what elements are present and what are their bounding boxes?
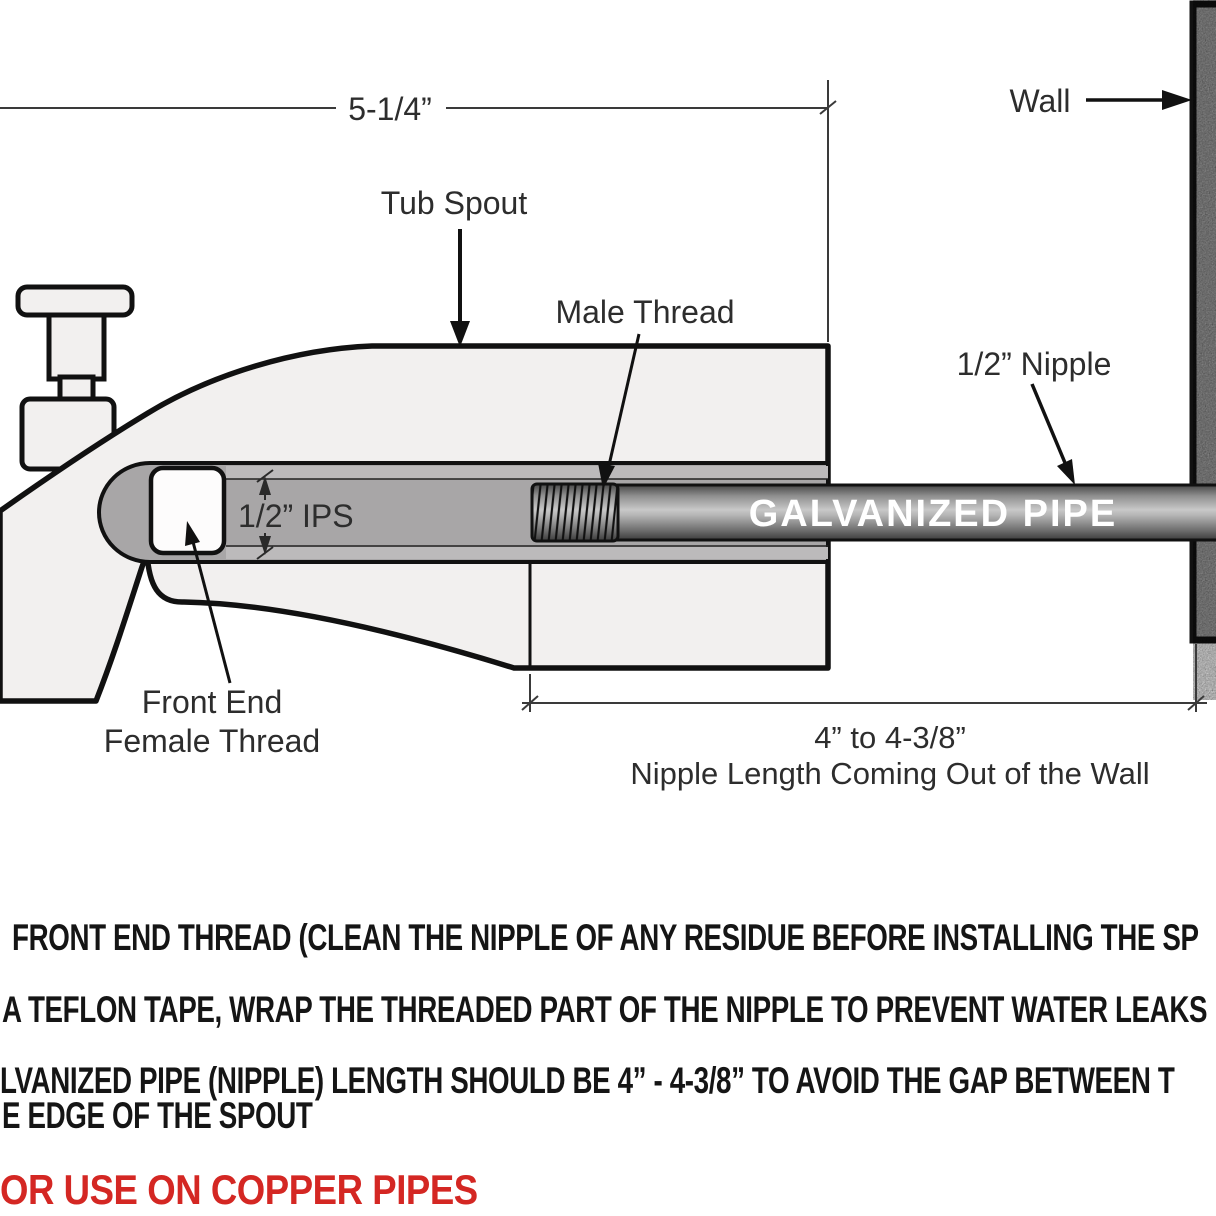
wall-label: Wall (1009, 83, 1070, 119)
bottom-dimension-value: 4” to 4-3/8” (814, 720, 966, 755)
instruction-line-4: E EDGE OF THE SPOUT (2, 1095, 313, 1136)
diverter-knob (15, 284, 135, 472)
diverter-cap (15, 284, 135, 318)
bottom-dimension-caption: Nipple Length Coming Out of the Wall (630, 756, 1149, 791)
front-end-label-line2: Female Thread (104, 723, 320, 759)
top-dimension (0, 80, 837, 342)
tub-spout-label: Tub Spout (381, 185, 528, 221)
pipe-male-thread (530, 482, 620, 543)
instruction-line-3: LVANIZED PIPE (NIPPLE) LENGTH SHOULD BE … (0, 1060, 1175, 1101)
galvanized-pipe: GALVANIZED PIPE (530, 482, 1216, 543)
top-dimension-value: 5-1/4” (348, 91, 432, 127)
bore-thread-strips (226, 466, 828, 559)
copper-pipe-warning: OR USE ON COPPER PIPES (0, 1166, 478, 1213)
tub-spout-arrow (450, 229, 470, 347)
nipple-label: 1/2” Nipple (957, 346, 1112, 382)
bottom-dimension (521, 644, 1207, 712)
front-end-female-thread (148, 465, 227, 556)
pipe-label: GALVANIZED PIPE (749, 493, 1118, 535)
front-end-leader (185, 521, 232, 684)
ips-label: 1/2” IPS (238, 498, 354, 534)
wall-section (1189, 0, 1216, 644)
instruction-line-2: A TEFLON TAPE, WRAP THE THREADED PART OF… (2, 989, 1208, 1030)
male-thread-leader (598, 333, 641, 489)
front-end-label-line1: Front End (142, 684, 283, 720)
diverter-stem (46, 310, 107, 382)
diagram-canvas: GALVANIZED PIPE 5-1/4” Wall Tub Spout Ma… (0, 0, 1216, 791)
ips-dimension-arrows (256, 469, 274, 560)
instruction-line-1: FRONT END THREAD (CLEAN THE NIPPLE OF AN… (12, 917, 1199, 958)
male-thread-label: Male Thread (555, 294, 734, 330)
nipple-leader (1030, 383, 1075, 485)
wall-arrow (1086, 90, 1192, 110)
